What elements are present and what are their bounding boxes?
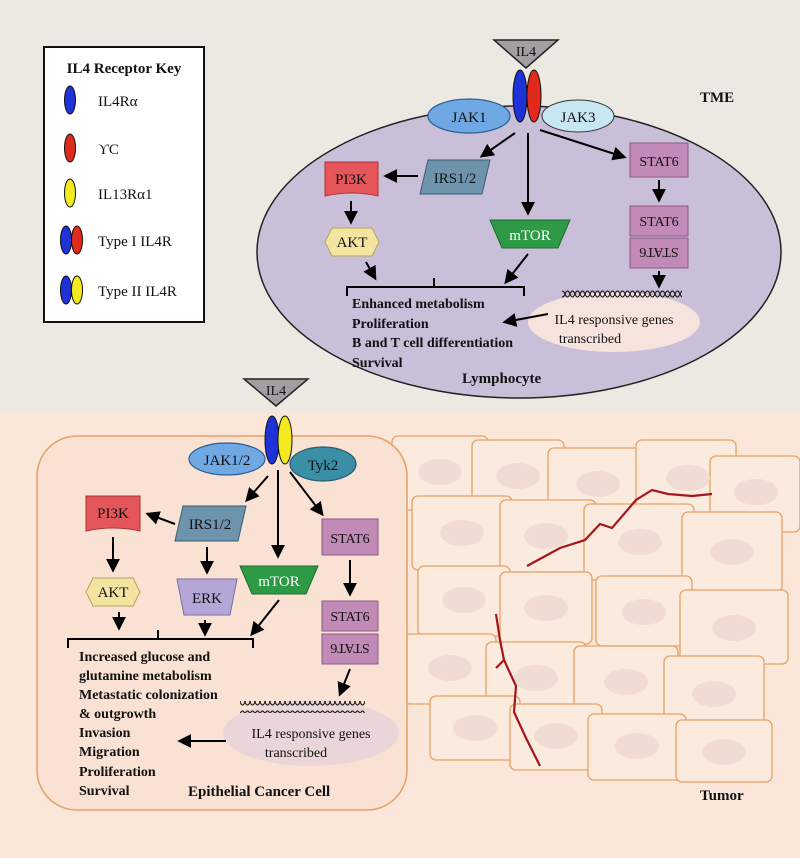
tme-outcomes: Enhanced metabolism Proliferation B and …: [352, 297, 513, 371]
svg-text:IRS1/2: IRS1/2: [189, 517, 232, 533]
svg-text:JAK3: JAK3: [560, 110, 595, 126]
tme-jak1: JAK1: [427, 98, 511, 134]
tumor-outcomes: Increased glucose and glutamine metaboli…: [79, 650, 218, 799]
svg-text:transcribed: transcribed: [559, 332, 621, 347]
svg-text:AKT: AKT: [98, 585, 129, 601]
tme-arrows: [344, 129, 666, 327]
svg-text:Metastatic colonization: Metastatic colonization: [79, 688, 218, 703]
svg-text:JAK1/2: JAK1/2: [204, 453, 251, 469]
tumor-arrows: [67, 470, 357, 748]
lymphocyte-label: Lymphocyte: [462, 371, 542, 387]
svg-text:Increased glucose and: Increased glucose and: [79, 650, 210, 665]
il4ra-icon: [64, 85, 76, 115]
svg-text:STAT6: STAT6: [639, 215, 678, 230]
svg-text:IL4: IL4: [266, 384, 286, 399]
key-label-gamma-c: ϒC: [98, 142, 119, 158]
svg-text:STAT6: STAT6: [639, 244, 678, 259]
svg-text:IL4 responsive genes: IL4 responsive genes: [252, 727, 371, 742]
svg-text:mTOR: mTOR: [258, 574, 299, 590]
tumor-irs: IRS1/2: [174, 505, 247, 542]
tumor-label: Tumor: [700, 788, 744, 804]
svg-text:B and T cell differentiation: B and T cell differentiation: [352, 336, 513, 351]
key-label-type-ii: Type II IL4R: [98, 284, 177, 300]
svg-text:Enhanced metabolism: Enhanced metabolism: [352, 297, 485, 312]
blood-vessel: [494, 488, 713, 767]
tumor-mtor: mTOR: [239, 565, 319, 595]
svg-text:STAT6: STAT6: [639, 155, 678, 170]
tumor-stat6-dimer: STAT6 STAT6: [321, 600, 379, 665]
key-label-type-i: Type I IL4R: [98, 234, 172, 250]
svg-text:PI3K: PI3K: [335, 172, 367, 188]
svg-text:ERK: ERK: [192, 591, 222, 607]
svg-text:Proliferation: Proliferation: [352, 317, 429, 332]
svg-text:Proliferation: Proliferation: [79, 765, 156, 780]
type-i-il4r-icon: [60, 225, 83, 255]
tme-genes-transcribed: IL4 responsive genes transcribed: [528, 290, 700, 352]
tumor-tissue: [391, 435, 800, 783]
tumor-pi3k: PI3K: [85, 495, 141, 532]
tme-label: TME: [700, 90, 734, 106]
key-label-il13ra1: IL13Rα1: [98, 187, 153, 203]
svg-text:glutamine metabolism: glutamine metabolism: [79, 669, 212, 684]
svg-text:transcribed: transcribed: [265, 746, 327, 761]
tumor-akt: AKT: [85, 577, 141, 607]
tumor-genes-transcribed: IL4 responsive genes transcribed: [223, 700, 399, 766]
tumor-tyk2: Tyk2: [289, 446, 357, 482]
svg-text:IL4 responsive genes: IL4 responsive genes: [555, 313, 674, 328]
svg-text:Survival: Survival: [352, 356, 403, 371]
svg-text:IL4: IL4: [516, 45, 536, 60]
tme-il4-ligand: IL4: [492, 39, 560, 69]
receptor-key: IL4 Receptor Key IL4Rα ϒC IL13Rα1 Type I…: [43, 46, 205, 323]
tme-akt: AKT: [324, 227, 380, 257]
tme-mtor: mTOR: [489, 219, 571, 249]
il13ra1-icon: [64, 178, 76, 208]
svg-text:Migration: Migration: [79, 745, 140, 760]
gamma-c-icon: [64, 133, 76, 163]
tme-stat6: STAT6: [629, 142, 689, 178]
svg-text:STAT6: STAT6: [330, 532, 369, 547]
svg-text:PI3K: PI3K: [97, 506, 129, 522]
cancer-cell-label: Epithelial Cancer Cell: [188, 784, 330, 800]
key-title: IL4 Receptor Key: [67, 61, 182, 77]
svg-text:JAK1: JAK1: [451, 110, 486, 126]
tme-jak3: JAK3: [541, 99, 615, 133]
svg-text:& outgrowth: & outgrowth: [79, 707, 156, 722]
type-ii-il4r-icon: [60, 275, 83, 305]
tumor-erk: ERK: [176, 578, 238, 616]
svg-text:Tyk2: Tyk2: [308, 458, 339, 474]
tme-pi3k: PI3K: [324, 161, 379, 197]
tumor-jak12: JAK1/2: [188, 442, 266, 476]
tumor-il4-ligand: IL4: [241, 378, 311, 407]
svg-text:STAT6: STAT6: [330, 610, 369, 625]
svg-text:Survival: Survival: [79, 784, 130, 799]
tme-stat6-dimer: STAT6 STAT6: [629, 205, 689, 269]
tumor-stat6: STAT6: [321, 518, 379, 556]
key-label-il4ra: IL4Rα: [98, 94, 138, 110]
svg-text:Invasion: Invasion: [79, 726, 131, 741]
svg-text:AKT: AKT: [337, 235, 368, 251]
dna-icon: [562, 290, 682, 302]
dna-icon: [240, 701, 365, 713]
svg-text:mTOR: mTOR: [509, 228, 550, 244]
tme-type-i-receptor-icon: [512, 69, 542, 123]
tumor-type-ii-receptor-icon: [264, 415, 293, 465]
tme-irs: IRS1/2: [419, 159, 491, 195]
svg-text:IRS1/2: IRS1/2: [434, 171, 477, 187]
svg-text:STAT6: STAT6: [330, 640, 369, 655]
